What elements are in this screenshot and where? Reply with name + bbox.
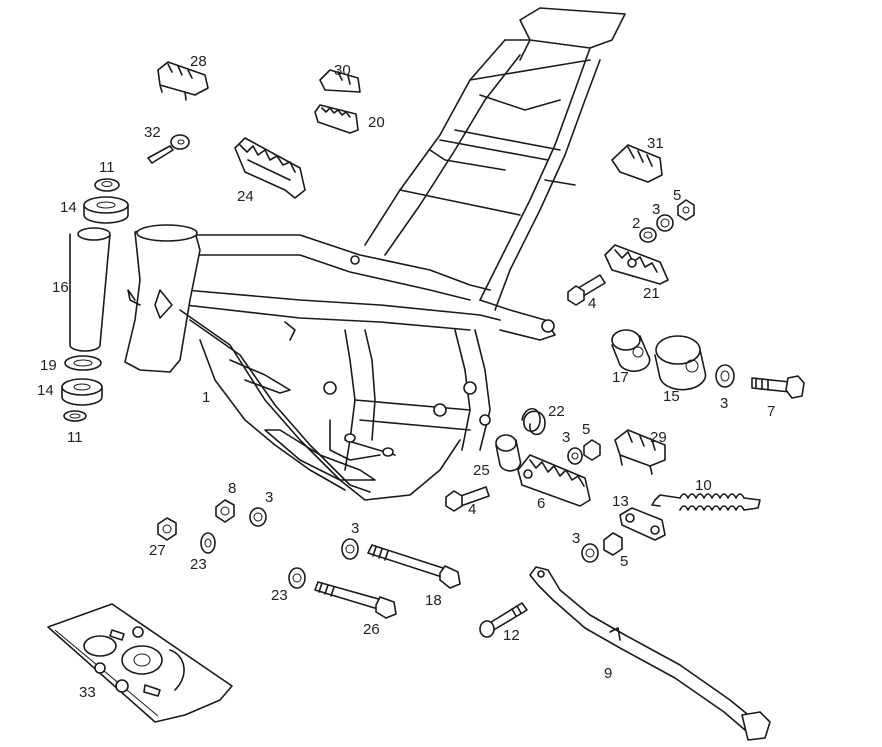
footpeg-20 xyxy=(314,104,359,134)
callout-19: 19 xyxy=(40,357,57,374)
callout-15: 15 xyxy=(663,388,680,405)
callout-25: 25 xyxy=(473,462,490,479)
washer-23-top xyxy=(200,532,216,554)
callout-16: 16 xyxy=(52,279,69,296)
frame xyxy=(124,7,626,501)
callout-3-left: 3 xyxy=(265,489,273,506)
callout-13: 13 xyxy=(612,493,629,510)
callout-3-mid2: 3 xyxy=(562,429,570,446)
callout-27: 27 xyxy=(149,542,166,559)
callout-9: 9 xyxy=(604,665,612,682)
callout-29: 29 xyxy=(650,429,667,446)
callout-3-mid: 3 xyxy=(720,395,728,412)
callout-20: 20 xyxy=(368,114,385,131)
washer-3-left xyxy=(249,507,267,527)
bolt-26 xyxy=(314,581,383,610)
callout-8: 8 xyxy=(228,480,236,497)
callout-3-center: 3 xyxy=(351,520,359,537)
callout-32: 32 xyxy=(144,124,161,141)
callout-28: 28 xyxy=(190,53,207,70)
callout-14-bottom: 14 xyxy=(37,382,54,399)
nut-8 xyxy=(215,499,235,523)
spring-22 xyxy=(521,407,546,436)
callout-17: 17 xyxy=(612,369,629,386)
washer-3-mid2 xyxy=(567,447,583,465)
washer-3-center xyxy=(341,538,359,560)
nut-5-top xyxy=(677,199,695,221)
plate-13 xyxy=(619,507,666,541)
callout-3-top: 3 xyxy=(652,201,660,218)
bolt-7 xyxy=(751,377,791,393)
callout-1: 1 xyxy=(202,389,210,406)
footpeg-24 xyxy=(234,137,306,199)
nut-5-mid xyxy=(583,439,601,461)
callout-26: 26 xyxy=(363,621,380,638)
bolt-18 xyxy=(367,544,447,578)
callout-24: 24 xyxy=(237,188,254,205)
nut-27 xyxy=(157,517,177,541)
washer-3-mid xyxy=(715,364,735,388)
callout-3-bottom: 3 xyxy=(572,530,580,547)
callout-11-top: 11 xyxy=(99,159,115,176)
callout-2: 2 xyxy=(632,215,640,232)
footpeg-parts xyxy=(147,61,669,507)
hardware-kit-bag xyxy=(47,603,233,723)
callout-30: 30 xyxy=(334,62,351,79)
callout-5-bottom: 5 xyxy=(620,553,628,570)
washer-11-bottom xyxy=(63,410,87,422)
callout-18: 18 xyxy=(425,592,442,609)
callout-23-top: 23 xyxy=(190,556,207,573)
callout-23-bottom: 23 xyxy=(271,587,288,604)
callout-12: 12 xyxy=(503,627,520,644)
callout-7: 7 xyxy=(767,403,775,420)
key-32 xyxy=(147,145,174,164)
callout-31: 31 xyxy=(647,135,664,152)
side-stand xyxy=(529,566,771,741)
callout-11-bottom: 11 xyxy=(67,429,83,446)
washer-23-bottom xyxy=(288,567,306,589)
callout-4-top: 4 xyxy=(588,295,596,312)
callout-21: 21 xyxy=(643,285,660,302)
callout-14-top: 14 xyxy=(60,199,77,216)
callout-labels: 28 30 20 32 24 11 14 16 19 14 11 1 31 5 … xyxy=(37,53,775,701)
callout-6: 6 xyxy=(537,495,545,512)
callout-33: 33 xyxy=(79,684,96,701)
bracket-31 xyxy=(611,144,663,183)
nut-5-bottom xyxy=(603,532,623,556)
washer-3-bottom xyxy=(581,543,599,563)
bracket-30 xyxy=(319,69,361,93)
callout-10: 10 xyxy=(695,477,712,494)
steering-stem-parts xyxy=(61,178,129,422)
hardware xyxy=(157,199,805,638)
tube-16 xyxy=(69,233,111,352)
washer-3-top xyxy=(656,214,674,232)
callout-4-bottom: 4 xyxy=(468,501,476,518)
callout-5-mid: 5 xyxy=(582,421,590,438)
callout-5-top: 5 xyxy=(673,187,681,204)
spring-10 xyxy=(654,494,681,501)
washer-2 xyxy=(639,227,657,243)
washer-11-top xyxy=(94,178,120,192)
seal-19 xyxy=(64,355,102,371)
callout-22: 22 xyxy=(548,403,565,420)
